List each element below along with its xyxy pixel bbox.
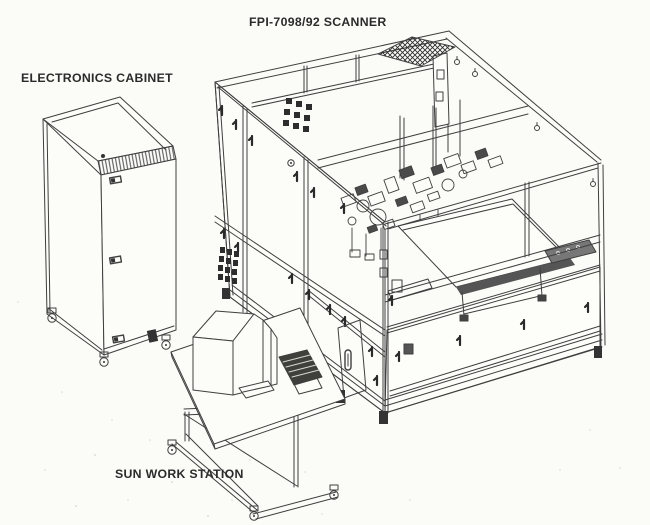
left-vent-grid-lower bbox=[218, 247, 239, 284]
panel-lock bbox=[287, 159, 295, 167]
scanner-label: FPI-7098/92 SCANNER bbox=[249, 15, 387, 29]
scanner-illustration bbox=[214, 30, 606, 424]
cabinet-door-latches bbox=[108, 175, 126, 344]
scanner-floor-lines bbox=[389, 325, 601, 397]
scanner-top-vent-grille bbox=[377, 36, 456, 67]
electronics-cabinet-label: ELECTRONICS CABINET bbox=[21, 71, 173, 85]
cabinet-foot-block bbox=[146, 329, 159, 343]
keyboard bbox=[278, 349, 323, 386]
scanner-lower-right-panel bbox=[384, 266, 601, 414]
cabinet-top-knob bbox=[101, 154, 105, 158]
sun-workstation-illustration bbox=[167, 307, 346, 521]
scanner-scan-table bbox=[387, 198, 597, 322]
cabinet-front-face bbox=[100, 158, 177, 356]
paper-speckles bbox=[17, 301, 621, 517]
left-vent-grid-upper bbox=[283, 98, 312, 132]
mouse-pad bbox=[293, 377, 323, 395]
scanner-frame bbox=[214, 30, 606, 414]
electronics-cabinet-illustration bbox=[42, 96, 177, 367]
workstation-label: SUN WORK STATION bbox=[115, 467, 244, 481]
access-door bbox=[337, 319, 367, 399]
crt-monitor bbox=[192, 310, 278, 399]
